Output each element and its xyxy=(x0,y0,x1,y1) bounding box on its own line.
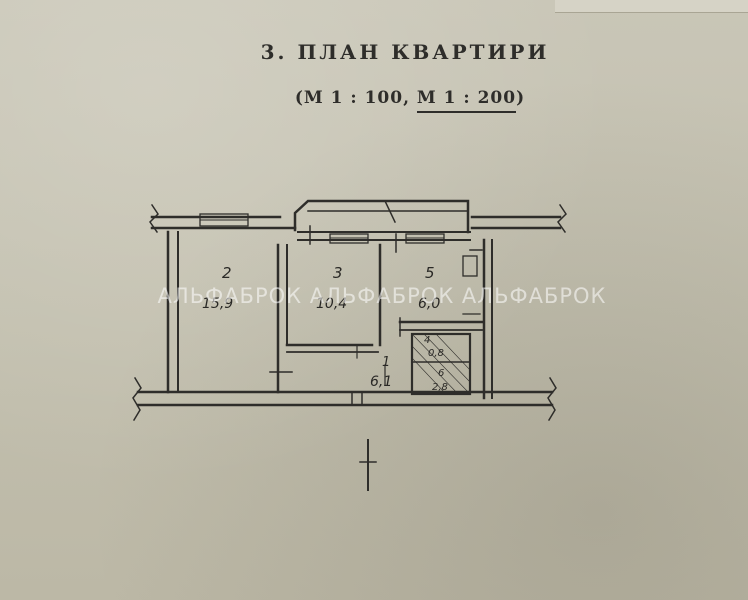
room-6-number: 6 xyxy=(438,368,444,379)
watermark: АЛЬФАБРОК АЛЬФАБРОК АЛЬФАБРОК xyxy=(157,284,607,308)
document-title: 3. ПЛАН КВАРТИРИ xyxy=(260,40,550,64)
room-labels: 2 15,9 3 10,4 5 6,0 4 0,8 6 2,8 1 6,1 xyxy=(202,264,448,393)
room-6-area: 2,8 xyxy=(432,382,448,393)
scale-text-underlined: М 1 : 200 xyxy=(416,88,517,113)
room-3-area: 10,4 xyxy=(316,296,347,312)
room-2-number: 2 xyxy=(222,264,232,282)
scale-text-close: ) xyxy=(516,88,526,108)
room-4-number: 4 xyxy=(424,335,430,346)
room-5-number: 5 xyxy=(425,264,435,282)
room-4-area: 0,8 xyxy=(428,348,444,359)
room-1-area: 6,1 xyxy=(370,374,392,390)
scale-line: (М 1 : 100, М 1 : 200) xyxy=(200,88,620,113)
room-1-number: 1 xyxy=(382,355,390,370)
room-5-area: 6,0 xyxy=(418,296,440,312)
room-2-area: 15,9 xyxy=(202,296,233,312)
plan-walls xyxy=(132,199,567,491)
room-3-number: 3 xyxy=(333,264,343,282)
scale-text-open: (М 1 : 100, xyxy=(294,88,417,108)
paper-fold xyxy=(555,0,748,13)
